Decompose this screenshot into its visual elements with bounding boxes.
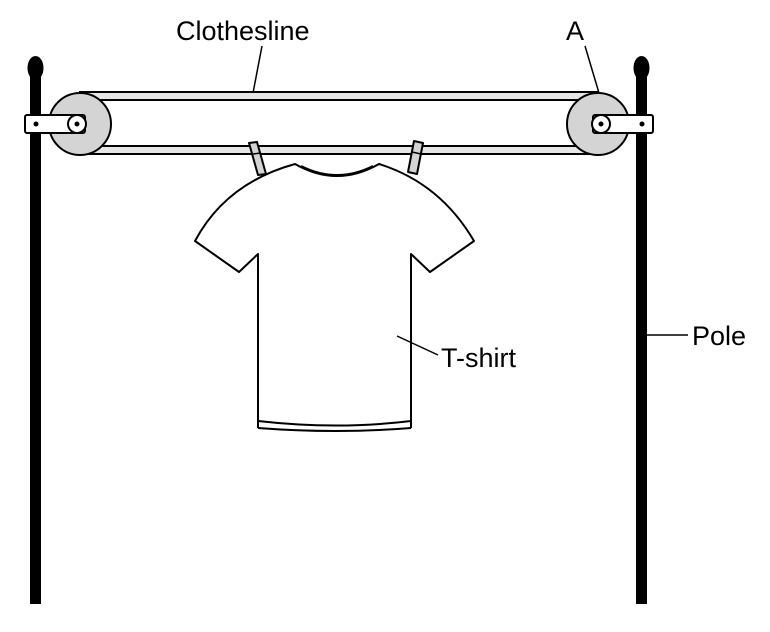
right-pulley-a xyxy=(566,92,654,156)
point-a-label: A xyxy=(566,16,584,46)
left-pulley xyxy=(24,92,112,156)
clothesline-loop xyxy=(79,91,599,155)
tshirt-label: T-shirt xyxy=(441,343,517,373)
tshirt-leader xyxy=(396,335,439,356)
right-pole xyxy=(633,56,650,604)
clothesline-label: Clothesline xyxy=(176,16,310,46)
right-clothespin xyxy=(407,140,424,175)
tshirt xyxy=(194,163,475,432)
pole-label: Pole xyxy=(692,321,746,351)
a-leader xyxy=(584,45,600,94)
left-pole xyxy=(27,56,44,604)
clothesline-leader xyxy=(252,45,263,94)
left-clothespin xyxy=(248,141,267,176)
